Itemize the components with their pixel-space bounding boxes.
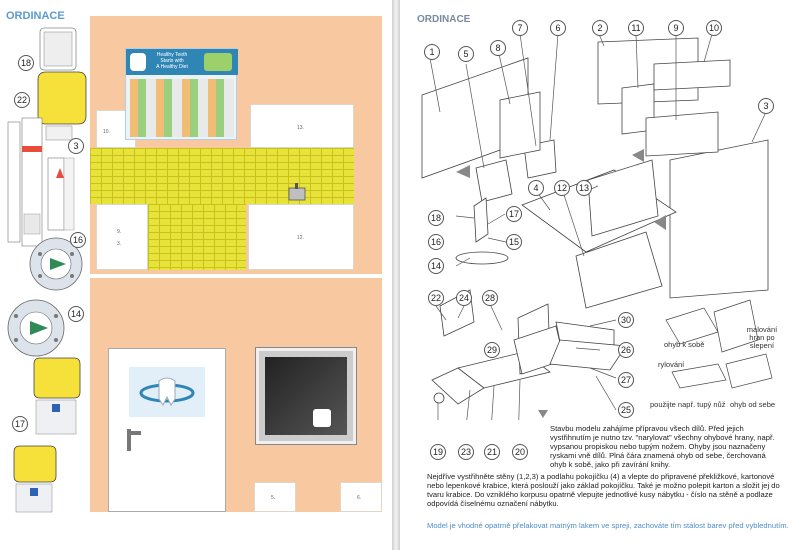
furniture-cutouts bbox=[7, 27, 87, 513]
part-4: 4 bbox=[528, 180, 544, 196]
poster-food-grid bbox=[130, 79, 234, 137]
tooth-sign-icon bbox=[139, 377, 195, 406]
part-29: 29 bbox=[484, 342, 500, 358]
tooth-sign bbox=[129, 367, 205, 417]
instructions-intro: Stavbu modelu zahájíme přípravou všech d… bbox=[550, 424, 775, 469]
paint-edges-label: malování hran po slepení bbox=[746, 325, 778, 350]
marker-22: 22 bbox=[14, 92, 30, 108]
fold-toward-label: ohyb k sobě bbox=[664, 340, 705, 349]
part-28: 28 bbox=[482, 290, 498, 306]
piece-12: 12. bbox=[248, 204, 354, 270]
part-12: 12 bbox=[554, 180, 570, 196]
part-19: 19 bbox=[430, 444, 446, 460]
part-9: 9 bbox=[668, 20, 684, 36]
healthy-diet-poster: Healthy Teeth Starts with A Healthy Diet bbox=[125, 48, 238, 140]
part-16: 16 bbox=[428, 234, 444, 250]
part-13: 13 bbox=[576, 180, 592, 196]
marker-18: 18 bbox=[18, 55, 34, 71]
instructions-main: Nejdříve vystřihněte stěny (1,2,3) a pod… bbox=[427, 472, 780, 508]
part-3: 3 bbox=[758, 98, 774, 114]
part-7: 7 bbox=[512, 20, 528, 36]
assembly-diagram bbox=[421, 33, 773, 420]
piece-5: 5. bbox=[254, 482, 296, 512]
sink-icon bbox=[288, 183, 306, 201]
part-24: 24 bbox=[456, 290, 472, 306]
door-handle-icon bbox=[127, 429, 131, 451]
part-26: 26 bbox=[618, 342, 634, 358]
part-11: 11 bbox=[628, 20, 644, 36]
part-15: 15 bbox=[506, 234, 522, 250]
marker-14: 14 bbox=[68, 306, 84, 322]
window bbox=[255, 347, 357, 445]
part-20: 20 bbox=[512, 444, 528, 460]
part-27: 27 bbox=[618, 372, 634, 388]
part-18: 18 bbox=[428, 210, 444, 226]
part-8: 8 bbox=[490, 40, 506, 56]
page-gutter bbox=[392, 0, 400, 550]
part-30: 30 bbox=[618, 312, 634, 328]
vegetables-icon bbox=[204, 53, 232, 71]
part-25: 25 bbox=[618, 402, 634, 418]
part-17: 17 bbox=[506, 206, 522, 222]
part-2: 2 bbox=[592, 20, 608, 36]
piece-6: 6. bbox=[340, 482, 382, 512]
part-6: 6 bbox=[550, 20, 566, 36]
tooth-icon bbox=[130, 53, 146, 71]
fold-away-label: ohyb od sebe bbox=[730, 400, 776, 409]
tile-column bbox=[148, 204, 246, 270]
scoring-label: rylování bbox=[658, 360, 685, 369]
marker-17: 17 bbox=[12, 416, 28, 432]
part-14: 14 bbox=[428, 258, 444, 274]
part-21: 21 bbox=[484, 444, 500, 460]
window-sticker-icon bbox=[313, 409, 331, 427]
instructions-footer: Model je vhodné opatrně přelakovat matný… bbox=[427, 521, 789, 530]
part-1: 1 bbox=[424, 44, 440, 60]
piece-9-3: 9. 3. bbox=[96, 204, 148, 270]
part-5: 5 bbox=[458, 46, 474, 62]
piece-13: 13. bbox=[250, 104, 354, 148]
tool-hint-label: použijte např. tupý nůž bbox=[650, 400, 726, 409]
part-10: 10 bbox=[706, 20, 722, 36]
marker-3: 3 bbox=[68, 138, 84, 154]
part-22: 22 bbox=[428, 290, 444, 306]
right-sheet: ORDINACE bbox=[400, 0, 800, 550]
left-page-heading: ORDINACE bbox=[6, 10, 65, 22]
part-23: 23 bbox=[458, 444, 474, 460]
tile-band bbox=[90, 148, 354, 204]
left-sheet: ORDINACE bbox=[0, 0, 392, 550]
marker-16: 16 bbox=[70, 232, 86, 248]
door bbox=[108, 348, 226, 512]
right-page-heading: ORDINACE bbox=[417, 14, 471, 25]
